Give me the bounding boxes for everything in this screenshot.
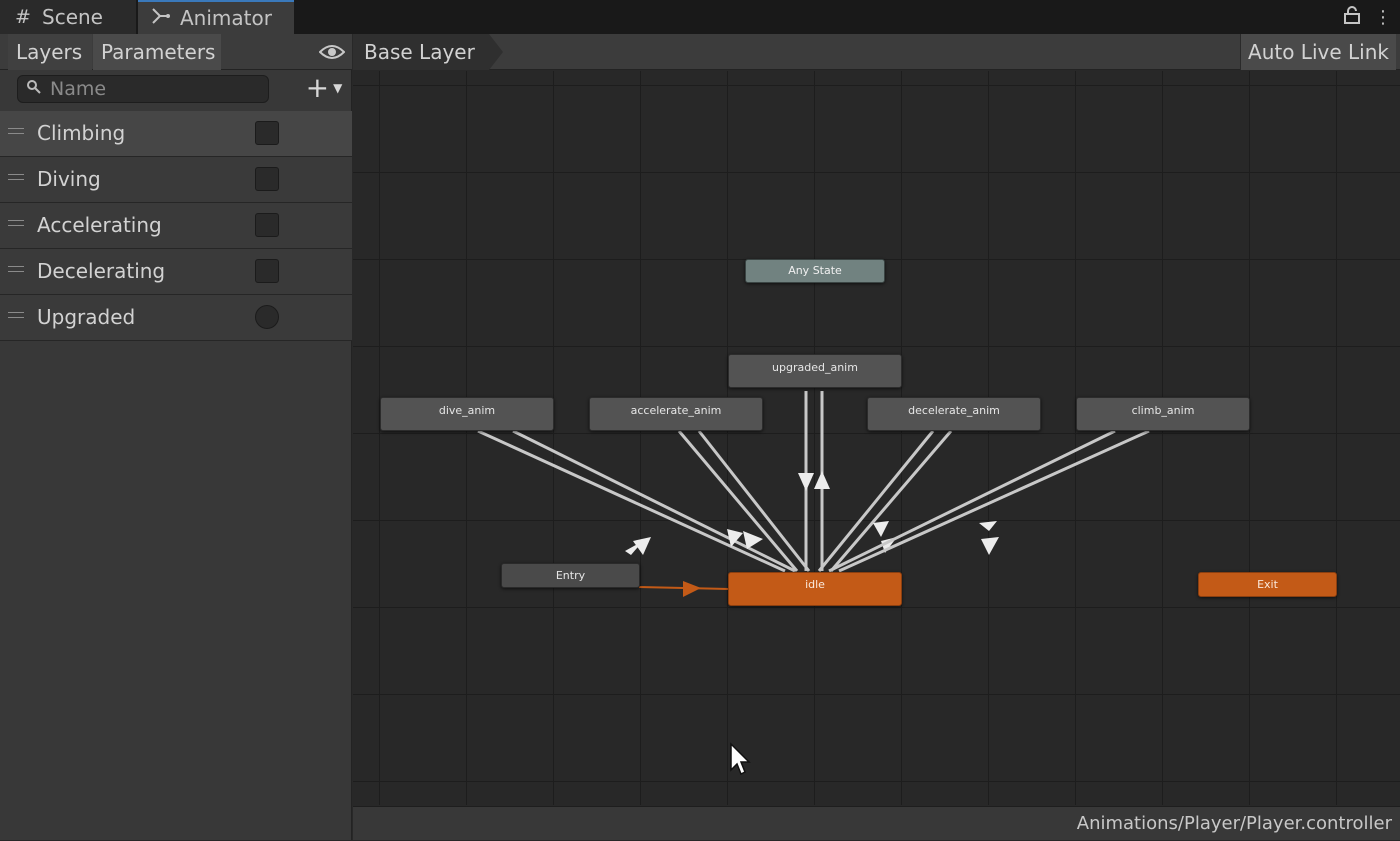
state-label: Exit bbox=[1257, 578, 1278, 591]
drag-handle-icon[interactable] bbox=[8, 266, 24, 272]
chevron-down-icon: ▼ bbox=[333, 81, 343, 95]
search-row: + ▼ bbox=[0, 71, 352, 109]
window-tab-bar: # Scene Animator ⋮ bbox=[0, 0, 1400, 34]
parameter-row-diving[interactable]: Diving bbox=[0, 157, 352, 203]
bool-checkbox[interactable] bbox=[255, 259, 279, 283]
state-label: decelerate_anim bbox=[908, 404, 1000, 417]
arrow-head bbox=[814, 471, 830, 489]
parameter-list: Climbing Diving Accelerating Deceleratin… bbox=[0, 111, 352, 341]
state-machine-canvas[interactable]: Any State upgraded_anim dive_anim accele… bbox=[353, 71, 1400, 805]
transition-idle-to-decelerate bbox=[829, 430, 953, 572]
panel-toolbar: Layers Parameters bbox=[0, 34, 352, 70]
search-icon bbox=[26, 79, 42, 99]
state-any-state[interactable]: Any State bbox=[745, 259, 885, 283]
state-accelerate-anim[interactable]: accelerate_anim bbox=[589, 397, 763, 431]
state-label: dive_anim bbox=[438, 404, 496, 417]
state-dive-anim[interactable]: dive_anim bbox=[380, 397, 554, 431]
transition-decelerate-to-idle bbox=[817, 430, 935, 572]
arrow-head bbox=[727, 529, 743, 547]
tab-layers[interactable]: Layers bbox=[8, 34, 92, 70]
parameters-panel: Layers Parameters + ▼ Climbin bbox=[0, 34, 352, 840]
state-decelerate-anim[interactable]: decelerate_anim bbox=[867, 397, 1041, 431]
bool-checkbox[interactable] bbox=[255, 213, 279, 237]
window-actions: ⋮ bbox=[1344, 0, 1392, 34]
transition-dive-to-idle bbox=[477, 429, 786, 573]
parameter-row-accelerating[interactable]: Accelerating bbox=[0, 203, 352, 249]
drag-handle-icon[interactable] bbox=[8, 220, 24, 226]
tab-animator[interactable]: Animator bbox=[138, 0, 294, 34]
plus-icon: + bbox=[305, 71, 330, 104]
parameter-name: Decelerating bbox=[37, 259, 166, 283]
state-label: Entry bbox=[555, 569, 586, 582]
parameter-row-decelerating[interactable]: Decelerating bbox=[0, 249, 352, 295]
transition-idle-to-accelerate bbox=[697, 430, 811, 572]
parameter-name: Upgraded bbox=[37, 305, 136, 329]
search-input[interactable] bbox=[50, 77, 260, 101]
drag-handle-icon[interactable] bbox=[8, 312, 24, 318]
search-box[interactable] bbox=[17, 75, 269, 103]
trigger-radio[interactable] bbox=[255, 305, 279, 329]
grid-icon: # bbox=[15, 6, 31, 28]
transition-accelerate-to-idle bbox=[677, 430, 799, 572]
state-label: Any State bbox=[788, 264, 842, 277]
tab-scene[interactable]: # Scene bbox=[0, 0, 136, 34]
state-climb-anim[interactable]: climb_anim bbox=[1076, 397, 1250, 431]
arrow-head bbox=[633, 537, 651, 555]
arrow-head bbox=[625, 541, 643, 555]
tab-parameters[interactable]: Parameters bbox=[93, 34, 221, 70]
state-upgraded-anim[interactable]: upgraded_anim bbox=[728, 354, 902, 388]
state-exit[interactable]: Exit bbox=[1198, 572, 1337, 597]
graph-toolbar: Base Layer Auto Live Link bbox=[353, 34, 1400, 70]
parameter-name: Diving bbox=[37, 167, 101, 191]
arrow-head bbox=[873, 521, 889, 537]
arrow-head bbox=[683, 581, 701, 597]
status-bar: Animations/Player/Player.controller bbox=[353, 806, 1400, 840]
bool-checkbox[interactable] bbox=[255, 167, 279, 191]
transition-climb-to-idle bbox=[828, 429, 1116, 573]
lock-icon[interactable] bbox=[1344, 5, 1360, 29]
drag-handle-icon[interactable] bbox=[8, 128, 24, 134]
more-options-icon[interactable]: ⋮ bbox=[1374, 6, 1392, 28]
tab-animator-label: Animator bbox=[180, 6, 272, 30]
parameter-row-upgraded[interactable]: Upgraded bbox=[0, 295, 352, 341]
state-label: accelerate_anim bbox=[630, 404, 722, 417]
arrow-head bbox=[743, 531, 763, 549]
drag-handle-icon[interactable] bbox=[8, 174, 24, 180]
transition-idle-to-climb bbox=[838, 429, 1150, 573]
parameter-row-climbing[interactable]: Climbing bbox=[0, 111, 352, 157]
parameter-name: Accelerating bbox=[37, 213, 162, 237]
eye-icon[interactable] bbox=[318, 40, 346, 64]
controller-path: Animations/Player/Player.controller bbox=[1076, 813, 1392, 834]
auto-live-link-button[interactable]: Auto Live Link bbox=[1240, 34, 1396, 70]
tab-scene-label: Scene bbox=[42, 5, 103, 29]
state-label: climb_anim bbox=[1131, 404, 1195, 417]
animator-graph-view: Base Layer Auto Live Link bbox=[353, 34, 1400, 840]
animator-icon bbox=[150, 7, 172, 30]
state-entry[interactable]: Entry bbox=[501, 563, 640, 588]
arrow-head bbox=[981, 537, 999, 555]
transitions-layer bbox=[477, 391, 1150, 597]
state-label: upgraded_anim bbox=[772, 361, 858, 374]
parameter-name: Climbing bbox=[37, 121, 126, 145]
add-parameter-button[interactable]: + ▼ bbox=[298, 73, 350, 103]
arrow-head bbox=[798, 473, 814, 491]
bool-checkbox[interactable] bbox=[255, 121, 279, 145]
arrow-head bbox=[979, 521, 997, 531]
state-label: idle bbox=[805, 578, 825, 591]
breadcrumb-base-layer[interactable]: Base Layer bbox=[353, 34, 503, 70]
state-idle[interactable]: idle bbox=[728, 572, 902, 606]
mouse-cursor-icon bbox=[730, 742, 751, 776]
